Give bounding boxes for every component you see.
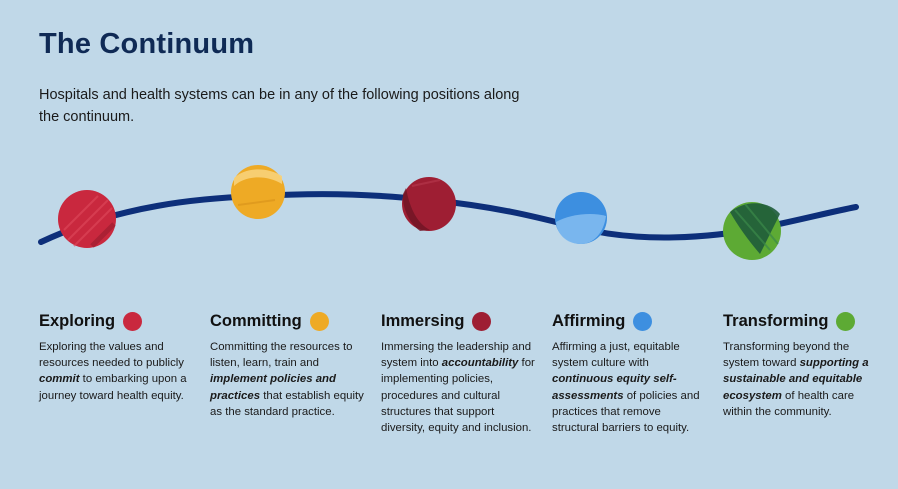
committing-marker (231, 165, 285, 219)
stage-emphasis: implement policies and practices (210, 373, 336, 402)
stage-name: Immersing (381, 311, 465, 330)
page-title: The Continuum (39, 28, 255, 60)
stage-heading: Immersing (381, 310, 539, 332)
stage-text-part: Transforming beyond the system toward (723, 341, 850, 370)
stage-text-part: Immersing the leadership and system into (381, 341, 532, 370)
stage-description: Committing the resources to listen, lear… (210, 339, 368, 420)
stage-description: Affirming a just, equitable system cultu… (552, 339, 710, 436)
stage-heading: Transforming (723, 310, 881, 332)
yellow-circle-icon (309, 311, 329, 331)
stage-text-part: for implementing policies, procedures an… (381, 357, 535, 435)
stage-emphasis: supporting a sustainable and equitable e… (723, 357, 869, 402)
green-circle-icon (836, 311, 856, 331)
stage-heading: Exploring (39, 310, 197, 332)
continuum-curve (38, 165, 859, 260)
stage-name: Committing (210, 311, 302, 330)
stage-text-part: to embarking upon a journey toward healt… (39, 373, 187, 402)
transforming-marker (723, 202, 781, 260)
stage-name: Transforming (723, 311, 829, 330)
stage-text-part: of policies and practices that remove st… (552, 389, 700, 435)
stage-markers (58, 165, 781, 260)
affirming-marker (555, 192, 607, 244)
stage-text-part: that establish equity as the standard pr… (210, 389, 364, 418)
stage-text-part: of health care within the community. (723, 389, 855, 418)
stage-description: Exploring the values and resources neede… (39, 339, 197, 404)
stage-name: Exploring (39, 311, 116, 330)
red-circle-icon (123, 311, 143, 331)
exploring-marker (58, 190, 116, 248)
blue-circle-icon (633, 311, 653, 331)
stage-text-part: Affirming a just, equitable system cultu… (552, 341, 680, 370)
intro-text: Hospitals and health systems can be in a… (39, 87, 520, 125)
stage-description: Transforming beyond the system toward su… (723, 339, 881, 420)
stage-emphasis: accountability (441, 357, 519, 370)
stage-heading: Committing (210, 310, 368, 332)
stage-name: Affirming (552, 311, 626, 330)
stage-description: Immersing the leadership and system into… (381, 339, 539, 436)
immersing-marker (402, 177, 456, 231)
stage-emphasis: commit (39, 373, 80, 386)
stage-heading: Affirming (552, 310, 710, 332)
maroon-circle-icon (472, 311, 492, 331)
stage-emphasis: continuous equity self-assessments (552, 373, 677, 402)
stage-text-part: Committing the resources to listen, lear… (210, 341, 353, 370)
stage-text-part: Exploring the values and resources neede… (39, 341, 185, 370)
